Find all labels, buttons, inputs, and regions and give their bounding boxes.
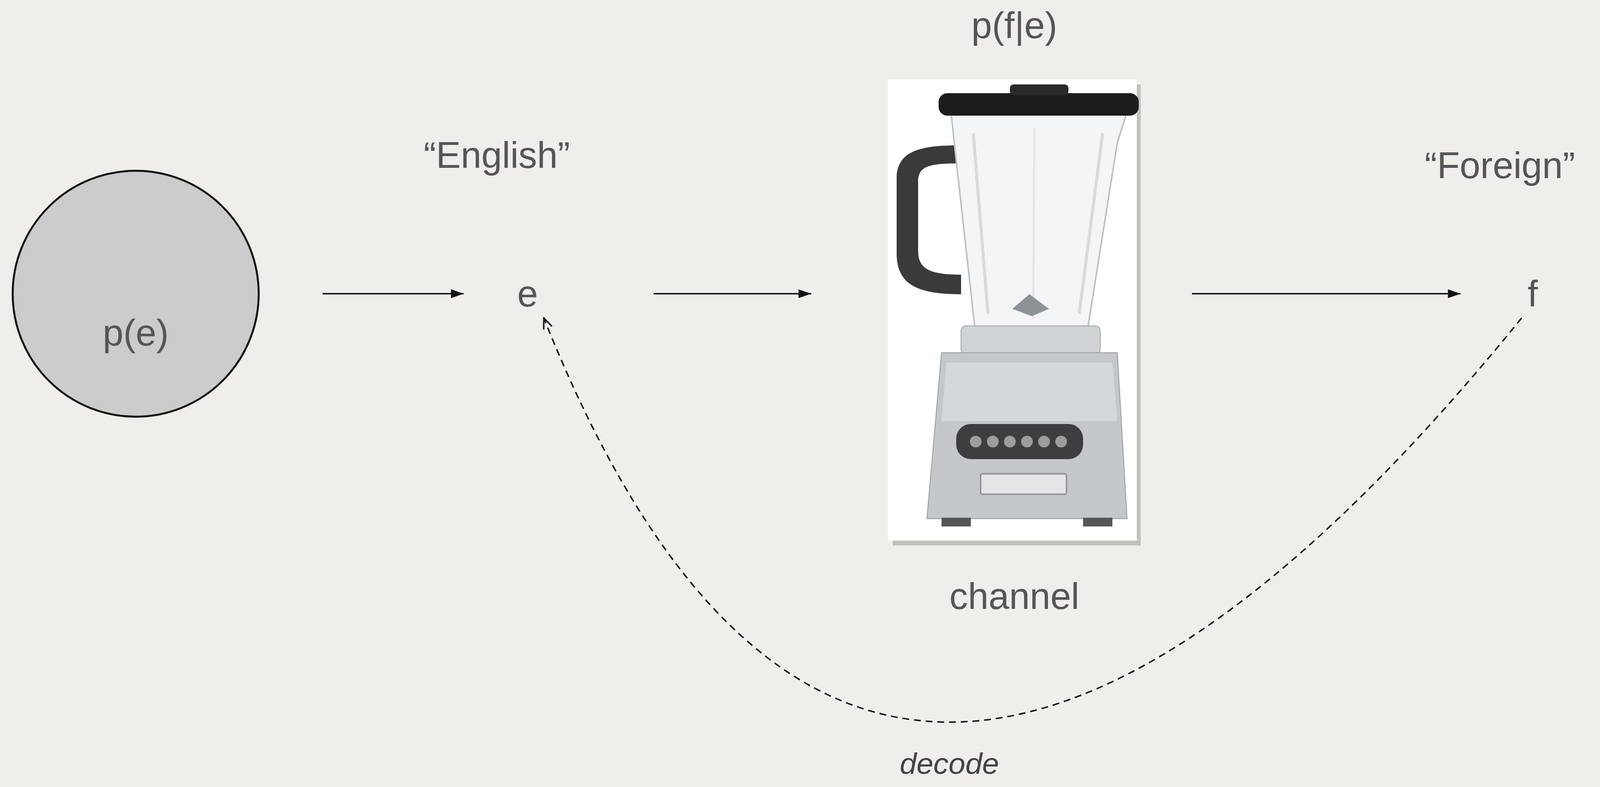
language-label: “English” xyxy=(423,133,571,177)
node-caption: channel xyxy=(887,574,1141,618)
flow-arrow xyxy=(653,293,812,295)
foreign-sentence: f xyxy=(1521,269,1544,318)
node-text: f xyxy=(1527,272,1538,315)
source-circle: p(e) xyxy=(11,169,261,419)
node-text: p(e) xyxy=(102,311,169,354)
channel-box: p(f|e) channel xyxy=(887,3,1141,634)
language-label: “Foreign” xyxy=(1424,143,1576,187)
english-sentence: e xyxy=(511,269,544,318)
flow-arrow xyxy=(322,293,464,295)
circle-outline xyxy=(11,169,261,419)
flow-arrow xyxy=(1191,293,1461,295)
node-text: p(f|e) xyxy=(887,3,1141,47)
blender-illustration xyxy=(887,79,1141,546)
edge-label: decode xyxy=(899,746,999,781)
node-text: e xyxy=(517,272,538,315)
